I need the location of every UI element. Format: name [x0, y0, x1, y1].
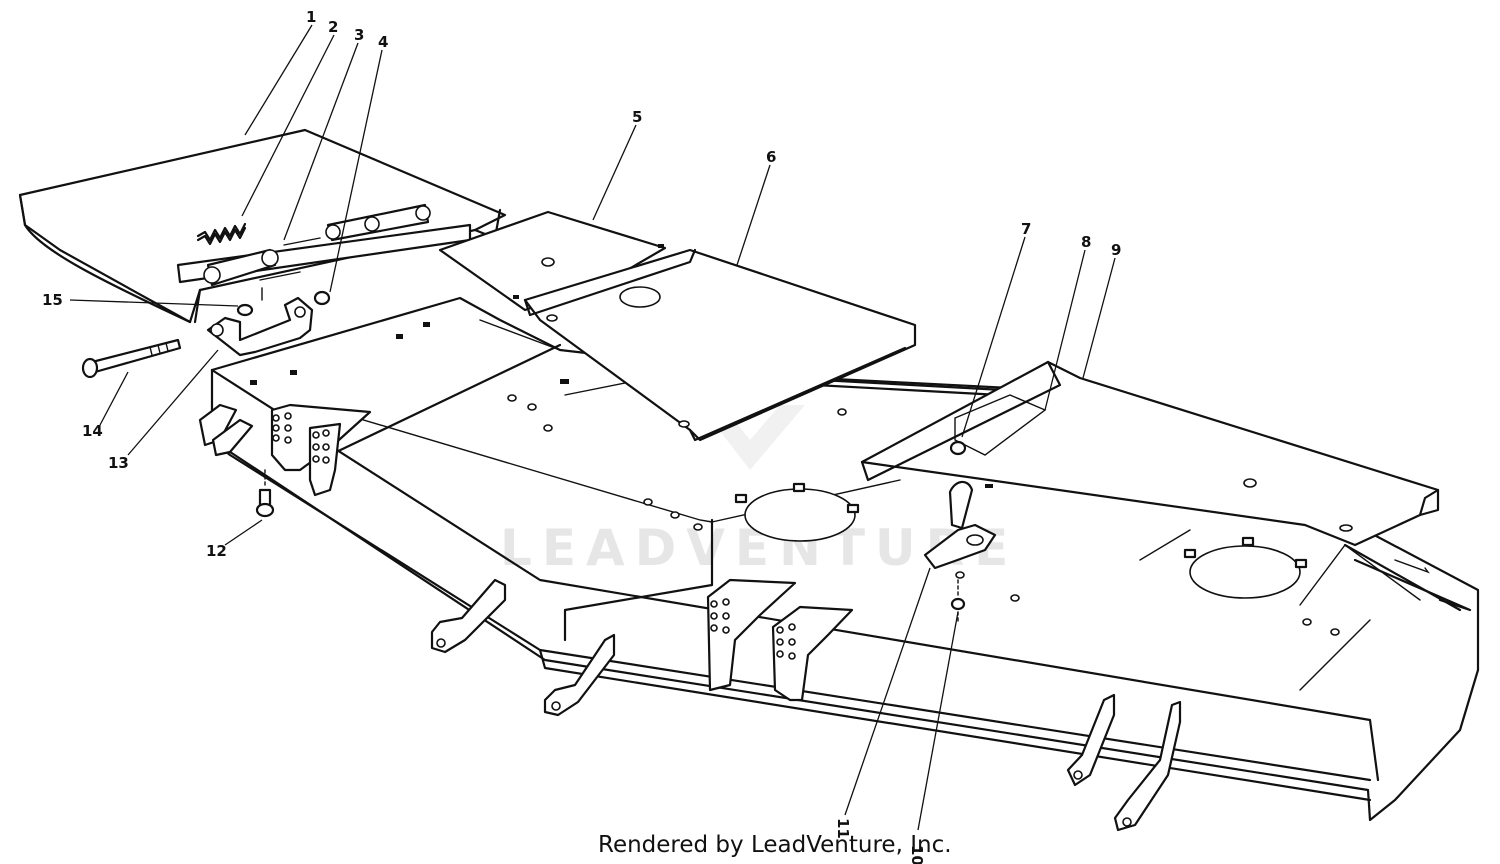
callout-13: 13 — [108, 454, 129, 472]
callout-8: 8 — [1081, 233, 1091, 251]
washer — [236, 303, 254, 317]
callout-15: 15 — [42, 291, 63, 309]
callout-2: 2 — [328, 18, 338, 36]
pivot-bracket — [206, 296, 314, 357]
chute-deflector — [18, 128, 507, 324]
callout-1: 1 — [306, 8, 316, 26]
gauge-bracket-left-2 — [308, 422, 342, 497]
cover-plate-main — [523, 248, 917, 442]
callout-12: 12 — [206, 542, 227, 560]
callout-4: 4 — [378, 33, 388, 51]
callout-14: 14 — [82, 422, 103, 440]
callout-5: 5 — [632, 108, 642, 126]
front-hanger-1 — [430, 578, 507, 654]
gauge-bracket-center-2 — [771, 605, 854, 702]
front-hanger-4 — [1113, 700, 1182, 832]
callout-10: 10 — [908, 845, 926, 864]
callout-6: 6 — [766, 148, 776, 166]
front-hanger-left — [198, 403, 254, 457]
cover-plate-right — [860, 360, 1440, 547]
callout-leaders — [69, 24, 1116, 831]
front-hanger-3 — [1066, 693, 1116, 787]
callout-7: 7 — [1021, 220, 1031, 238]
callout-numbers: 1 2 3 4 5 6 7 8 9 10 11 12 13 14 15 — [42, 8, 1121, 864]
lock-nut — [313, 290, 331, 306]
cover-latch — [923, 480, 997, 570]
hinge-bolt — [81, 338, 182, 379]
credit-text: Rendered by LeadVenture, Inc. — [598, 832, 952, 858]
callout-9: 9 — [1111, 241, 1121, 259]
cover-nut — [949, 440, 967, 456]
callout-11: 11 — [834, 818, 852, 839]
cover-plate-rear — [438, 210, 667, 312]
torsion-spring — [196, 222, 247, 246]
deck-housing — [210, 296, 1480, 822]
callout-3: 3 — [354, 26, 364, 44]
gauge-bracket-center-1 — [706, 578, 797, 692]
hinge-assembly — [176, 203, 472, 301]
front-hanger-2 — [543, 633, 616, 717]
latch-screw — [950, 579, 966, 623]
carriage-bolt — [255, 469, 275, 518]
